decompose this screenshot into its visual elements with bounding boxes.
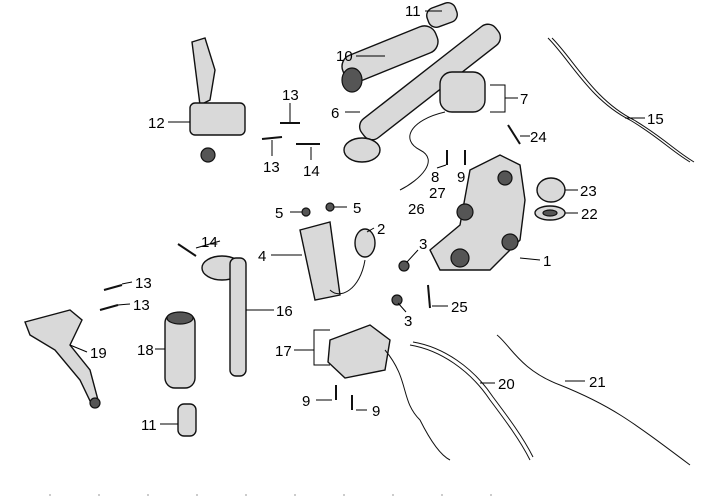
leader-lines — [69, 10, 645, 425]
callout-18: 18 — [137, 342, 154, 359]
callout-13: 13 — [263, 159, 280, 176]
part-7-right-switch — [399, 71, 486, 191]
part-22-washer — [534, 205, 566, 221]
part-8-9-screws — [335, 150, 466, 410]
callout-9: 9 — [302, 393, 310, 410]
callout-7: 7 — [520, 91, 528, 108]
part-17-left-switch — [327, 324, 451, 461]
callout-20: 20 — [498, 376, 515, 393]
callout-8: 8 — [431, 169, 439, 186]
part-19-clutch-lever — [24, 309, 101, 409]
callout-11: 11 — [141, 417, 157, 434]
part-23-cap — [536, 177, 566, 203]
callout-13: 13 — [133, 297, 150, 314]
callout-3: 3 — [404, 313, 412, 330]
part-4-cover — [299, 221, 341, 301]
callout-14: 14 — [201, 234, 218, 251]
callout-5: 5 — [275, 205, 283, 222]
callout-13: 13 — [282, 87, 299, 104]
callout-9: 9 — [372, 403, 380, 420]
part-16-throttle-pipe — [201, 255, 247, 377]
callout-11: 11 — [405, 3, 421, 20]
part-13-14-bolts — [99, 122, 320, 311]
callout-19: 19 — [90, 345, 107, 362]
part-12-clutch-lever-holder — [189, 37, 246, 163]
callout-15: 15 — [647, 111, 664, 128]
callout-4: 4 — [258, 248, 266, 265]
callout-13: 13 — [135, 275, 152, 292]
callout-26: 26 — [408, 201, 425, 218]
part-11-bar-end-bottom — [177, 403, 197, 437]
part-21-cable — [496, 334, 691, 466]
callout-25: 25 — [451, 299, 468, 316]
callout-16: 16 — [276, 303, 293, 320]
callout-24: 24 — [530, 129, 547, 146]
part-18-grip — [164, 311, 196, 389]
part-3-nuts — [391, 260, 410, 306]
callout-12: 12 — [148, 115, 165, 132]
callout-labels: 11 10 7 12 13 13 14 6 24 15 8 9 27 23 22… — [90, 3, 664, 434]
callout-1: 1 — [543, 253, 551, 270]
part-20-cable — [409, 341, 534, 461]
part-11-bar-end-top — [426, 2, 458, 28]
part-6-throttle-tube — [343, 23, 502, 163]
callout-6: 6 — [331, 105, 339, 122]
callout-23: 23 — [580, 183, 597, 200]
part-24-bolt — [507, 124, 521, 145]
callout-3: 3 — [419, 236, 427, 253]
callout-9: 9 — [457, 169, 465, 186]
part-5-screws — [301, 202, 335, 217]
part-2-clamp — [329, 228, 376, 295]
callout-5: 5 — [353, 200, 361, 217]
callout-14: 14 — [303, 163, 320, 180]
part-25-bolt — [427, 284, 431, 309]
callout-27: 27 — [429, 185, 446, 202]
callout-22: 22 — [581, 206, 598, 223]
part-10-grip — [341, 25, 439, 93]
part-15-cable — [547, 37, 695, 163]
callout-10: 10 — [336, 48, 353, 65]
callout-17: 17 — [275, 343, 292, 360]
callout-2: 2 — [377, 221, 385, 238]
part-1-top-bridge — [429, 154, 526, 271]
callout-21: 21 — [589, 374, 606, 391]
